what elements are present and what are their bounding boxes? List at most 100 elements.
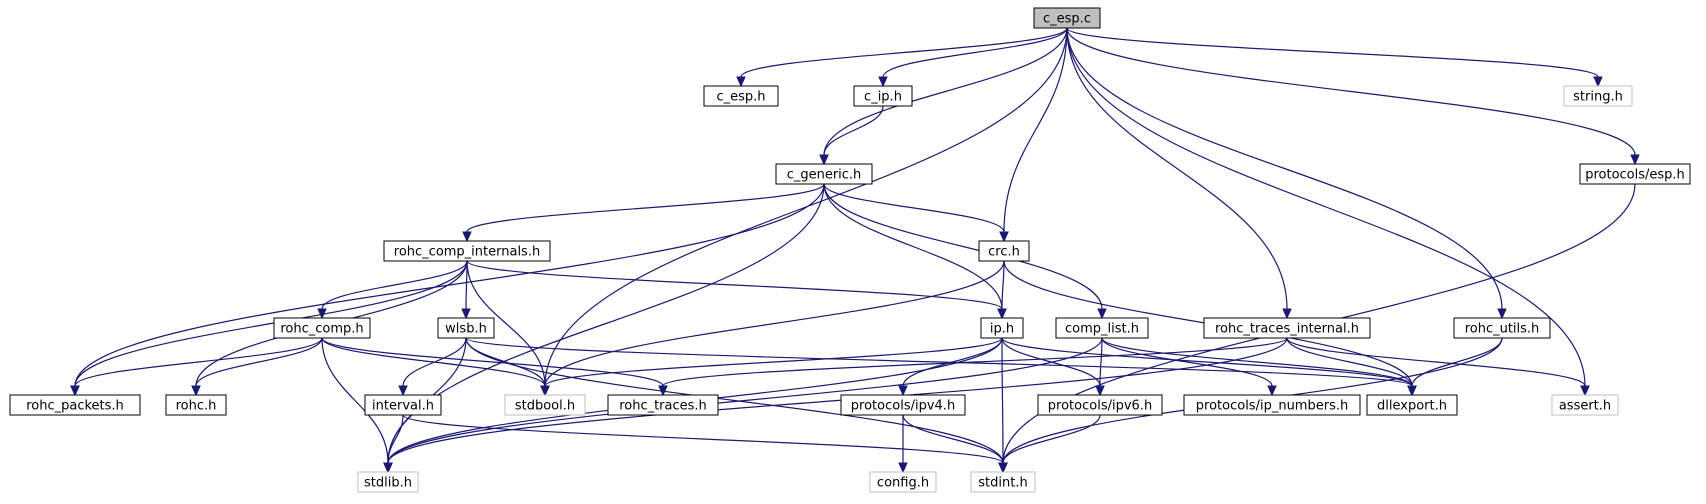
- node-label: rohc_comp.h: [280, 322, 363, 337]
- node-c-esp-h[interactable]: c_esp.h: [703, 85, 779, 107]
- edge-crc_h-to-stdbool_h: [540, 260, 1005, 397]
- node-protocols-ip-numbers-h[interactable]: protocols/ip_numbers.h: [1183, 394, 1361, 416]
- node-label: ip.h: [990, 322, 1014, 337]
- node-stdint-h[interactable]: stdint.h: [970, 471, 1036, 493]
- edge-c_esp_c-to-rohc_utils_h: [1066, 27, 1507, 320]
- node-box: [980, 317, 1024, 339]
- edge-rohc_comp_h-to-stdbool_h: [321, 337, 550, 397]
- edge-rohc_comp_h-to-rohc_packets_h: [70, 337, 323, 397]
- arrowhead: [1593, 76, 1603, 88]
- arrowhead: [1580, 385, 1590, 397]
- edge-c_esp_c-to-stdbool_h: [540, 27, 1068, 397]
- node-protocols-esp-h[interactable]: protocols/esp.h: [1579, 163, 1691, 185]
- edge-rohc_comp_internals_h-to-rohc_comp_h: [317, 260, 468, 320]
- node-c-generic-h[interactable]: c_generic.h: [775, 163, 873, 185]
- node-ip-h[interactable]: ip.h: [980, 317, 1024, 339]
- node-box: [869, 471, 937, 493]
- edge-c_esp_c-to-c_ip_h: [878, 27, 1068, 88]
- edge-c_esp_c-to-crc_h: [999, 27, 1068, 243]
- node-protocols-ipv6-h[interactable]: protocols/ipv6.h: [1037, 394, 1163, 416]
- edge-c_esp_c-to-rohc_traces_internal_h: [1066, 27, 1292, 320]
- node-dllexport-h[interactable]: dllexport.h: [1366, 394, 1458, 416]
- arrowhead: [999, 231, 1009, 243]
- node-label: rohc_packets.h: [26, 399, 124, 414]
- arrowhead: [898, 385, 908, 397]
- edge-crc_h-to-ip_h: [997, 260, 1007, 320]
- node-box: [978, 240, 1030, 262]
- node-c-esp-c[interactable]: c_esp.c: [1033, 7, 1101, 29]
- node-label: comp_list.h: [1065, 322, 1139, 337]
- node-label: wlsb.h: [445, 322, 487, 337]
- node-protocols-ipv4-h[interactable]: protocols/ipv4.h: [840, 394, 966, 416]
- edge-comp_list_h-to-protocols_ipv6_h: [1095, 337, 1105, 397]
- arrowhead: [1267, 385, 1277, 397]
- node-stdbool-h[interactable]: stdbool.h: [504, 394, 586, 416]
- node-label: rohc.h: [176, 399, 217, 414]
- node-box: [1551, 394, 1619, 416]
- node-stdlib-h[interactable]: stdlib.h: [357, 471, 419, 493]
- node-label: crc.h: [988, 245, 1020, 260]
- edge-protocols_ipv4_h-to-config_h: [898, 415, 908, 474]
- node-box: [1563, 85, 1633, 107]
- node-box: [1203, 317, 1371, 339]
- arrowhead: [1097, 308, 1107, 320]
- edge-ip_h-to-dllexport_h: [1001, 337, 1417, 397]
- node-box: [364, 394, 442, 416]
- node-box: [1453, 317, 1551, 339]
- node-label: stdbool.h: [515, 399, 575, 414]
- node-label: rohc_traces.h: [619, 399, 707, 414]
- node-box: [1055, 317, 1149, 339]
- node-interval-h[interactable]: interval.h: [364, 394, 442, 416]
- node-box: [437, 317, 495, 339]
- node-label: c_ip.h: [864, 90, 902, 105]
- edge-c_generic_h-to-crc_h: [823, 183, 1009, 243]
- node-box: [383, 240, 551, 262]
- node-label: protocols/ipv4.h: [851, 399, 955, 414]
- node-string-h[interactable]: string.h: [1563, 85, 1633, 107]
- edge-c_generic_h-to-rohc_comp_internals_h: [462, 183, 825, 243]
- node-rohc-comp-h[interactable]: rohc_comp.h: [273, 317, 371, 339]
- node-box: [357, 471, 419, 493]
- arrowhead: [540, 385, 550, 397]
- node-box: [970, 471, 1036, 493]
- edge-rohc_traces_internal_h-to-rohc_traces_h: [658, 337, 1288, 397]
- node-comp-list-h[interactable]: comp_list.h: [1055, 317, 1149, 339]
- node-crc-h[interactable]: crc.h: [978, 240, 1030, 262]
- edge-interval_h-to-stdint_h: [402, 414, 1008, 474]
- node-rohc-comp-internals-h[interactable]: rohc_comp_internals.h: [383, 240, 551, 262]
- node-label: rohc_traces_internal.h: [1215, 322, 1359, 337]
- node-config-h[interactable]: config.h: [869, 471, 937, 493]
- arrowhead: [1095, 385, 1105, 397]
- node-rohc-packets-h[interactable]: rohc_packets.h: [9, 394, 141, 416]
- node-c-ip-h[interactable]: c_ip.h: [853, 85, 913, 107]
- arrowhead: [70, 385, 80, 397]
- node-box: [165, 394, 227, 416]
- node-rohc-traces-internal-h[interactable]: rohc_traces_internal.h: [1203, 317, 1371, 339]
- arrowhead: [461, 308, 471, 320]
- edge-c_esp_c-to-assert_h: [1066, 27, 1590, 397]
- edge-c_generic_h-to-comp_list_h: [823, 183, 1107, 320]
- arrowhead: [819, 154, 829, 166]
- node-label: dllexport.h: [1377, 399, 1447, 414]
- edge-wlsb_h-to-interval_h: [398, 337, 467, 397]
- node-box: [504, 394, 586, 416]
- edge-protocols_ipv4_h-to-stdint_h: [902, 414, 1008, 474]
- edge-c_esp_c-to-protocols_esp_h: [1066, 27, 1640, 166]
- edge-rohc_comp_h-to-rohc_traces_h: [321, 337, 668, 397]
- arrowhead: [383, 462, 393, 474]
- node-assert-h[interactable]: assert.h: [1551, 394, 1619, 416]
- arrowhead: [1630, 154, 1640, 166]
- node-rohc-h[interactable]: rohc.h: [165, 394, 227, 416]
- edge-c_ip_h-to-c_generic_h: [819, 105, 884, 166]
- edge-interval_h-to-stdlib_h: [383, 414, 404, 474]
- node-box: [840, 394, 966, 416]
- node-label: c_esp.h: [716, 90, 765, 105]
- node-wlsb-h[interactable]: wlsb.h: [437, 317, 495, 339]
- arrowhead: [736, 76, 746, 88]
- edge-c_esp_c-to-string_h: [1066, 27, 1603, 88]
- node-rohc-utils-h[interactable]: rohc_utils.h: [1453, 317, 1551, 339]
- edge-rohc_comp_internals_h-to-rohc_packets_h: [70, 260, 468, 397]
- node-rohc-traces-h[interactable]: rohc_traces.h: [607, 394, 719, 416]
- arrowhead: [658, 385, 668, 397]
